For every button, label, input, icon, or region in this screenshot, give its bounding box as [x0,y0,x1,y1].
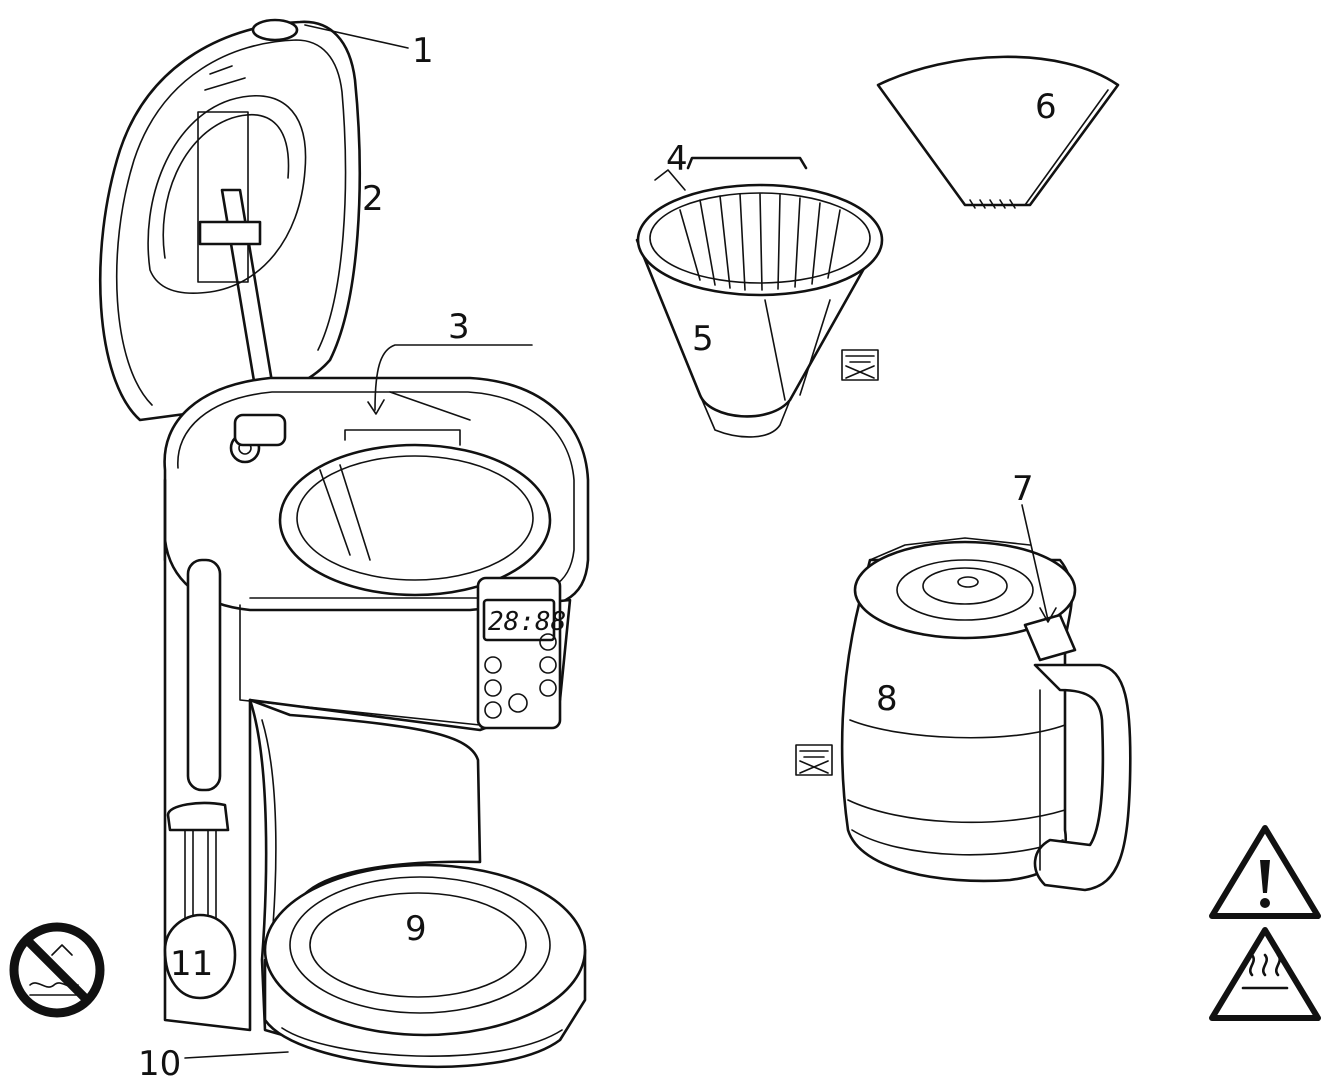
callout-9: 9 [405,909,427,949]
callout-4: 4 [666,139,688,179]
callout-7: 7 [1012,469,1034,509]
paper-filter: 6 [876,55,1120,209]
warning-triangle-icon [1209,825,1321,919]
callout-11: 11 [170,944,213,984]
control-panel: 28:88 [163,478,572,1032]
reservoir-housing [163,376,590,614]
callout-3: 3 [448,307,470,347]
control-buttons [484,633,557,719]
lcd-readout: 28:88 [488,607,566,637]
coffee-maker-body: 28:88 11 9 [99,18,590,1069]
callout-8: 8 [876,679,898,719]
callout-10: 10 [138,1044,181,1084]
lcd-display [482,598,556,642]
base: 11 9 [163,698,587,1069]
hot-surface-icon [1209,927,1321,1021]
lid [99,18,361,422]
carafe: 7 8 [795,469,1132,892]
main-callouts: 1 2 3 10 [138,24,533,1084]
no-dishwasher-icon [795,744,833,776]
callout-2: 2 [362,179,384,219]
no-immersion-icon [9,922,105,1018]
callout-1: 1 [412,31,434,71]
water-level-window [186,558,222,792]
no-dishwasher-icon [841,349,879,381]
callout-6: 6 [1035,87,1057,127]
callout-5: 5 [692,319,714,359]
filter-holder: 4 5 [635,139,884,438]
